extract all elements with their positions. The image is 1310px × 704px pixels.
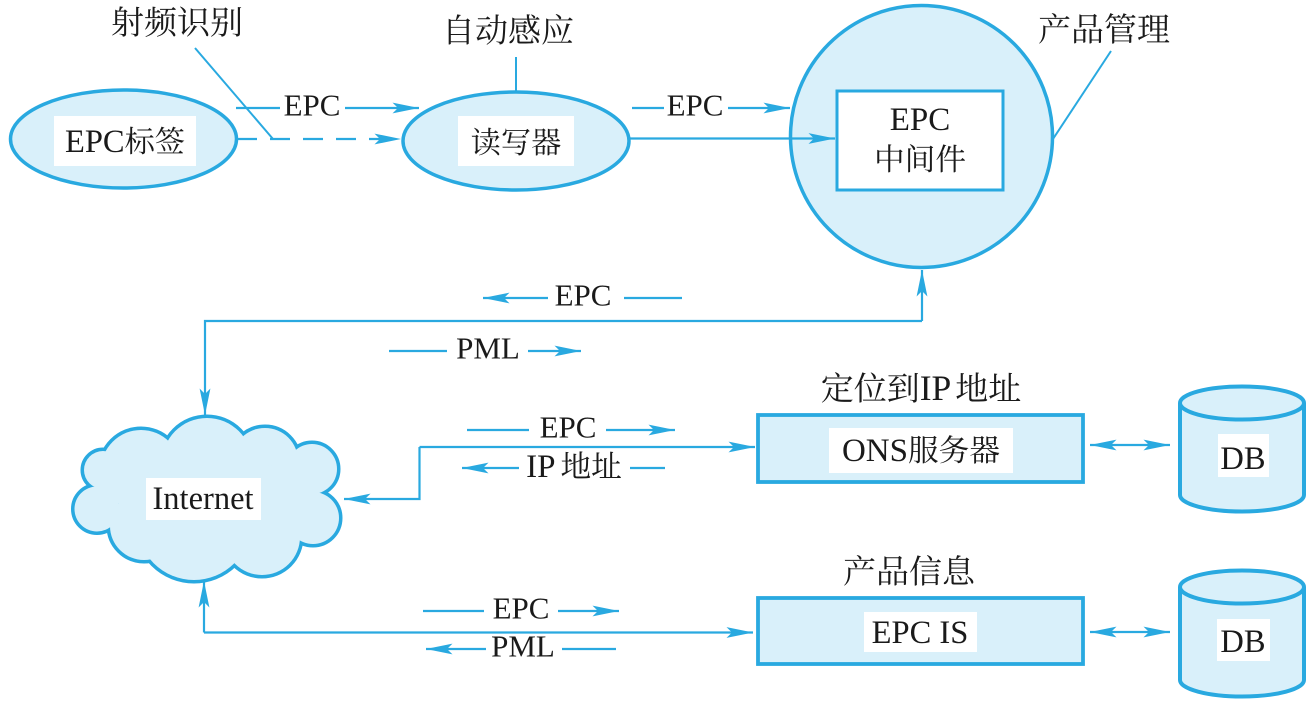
svg-text:EPC: EPC: [493, 591, 550, 626]
svg-text:DB: DB: [1220, 624, 1265, 660]
svg-text:中间件: 中间件: [874, 142, 966, 178]
svg-text:PML: PML: [491, 629, 555, 664]
svg-text:自动感应: 自动感应: [442, 10, 574, 50]
svg-text:Internet: Internet: [152, 481, 253, 517]
svg-text:ONS服务器: ONS服务器: [842, 433, 1000, 469]
svg-text:EPC: EPC: [540, 410, 597, 445]
svg-text:读写器: 读写器: [471, 125, 562, 161]
svg-text:EPC: EPC: [890, 102, 951, 138]
svg-text:EPC: EPC: [667, 88, 724, 123]
svg-text:EPC标签: EPC标签: [65, 124, 185, 160]
svg-text:DB: DB: [1220, 441, 1265, 477]
svg-text:EPC: EPC: [555, 278, 612, 313]
svg-text:EPC: EPC: [284, 88, 341, 123]
svg-text:产品信息: 产品信息: [843, 551, 975, 591]
svg-text:产品管理: 产品管理: [1038, 9, 1170, 49]
svg-text:EPC IS: EPC IS: [872, 615, 969, 651]
svg-text:PML: PML: [456, 331, 520, 366]
svg-text:射频识别: 射频识别: [111, 2, 243, 42]
